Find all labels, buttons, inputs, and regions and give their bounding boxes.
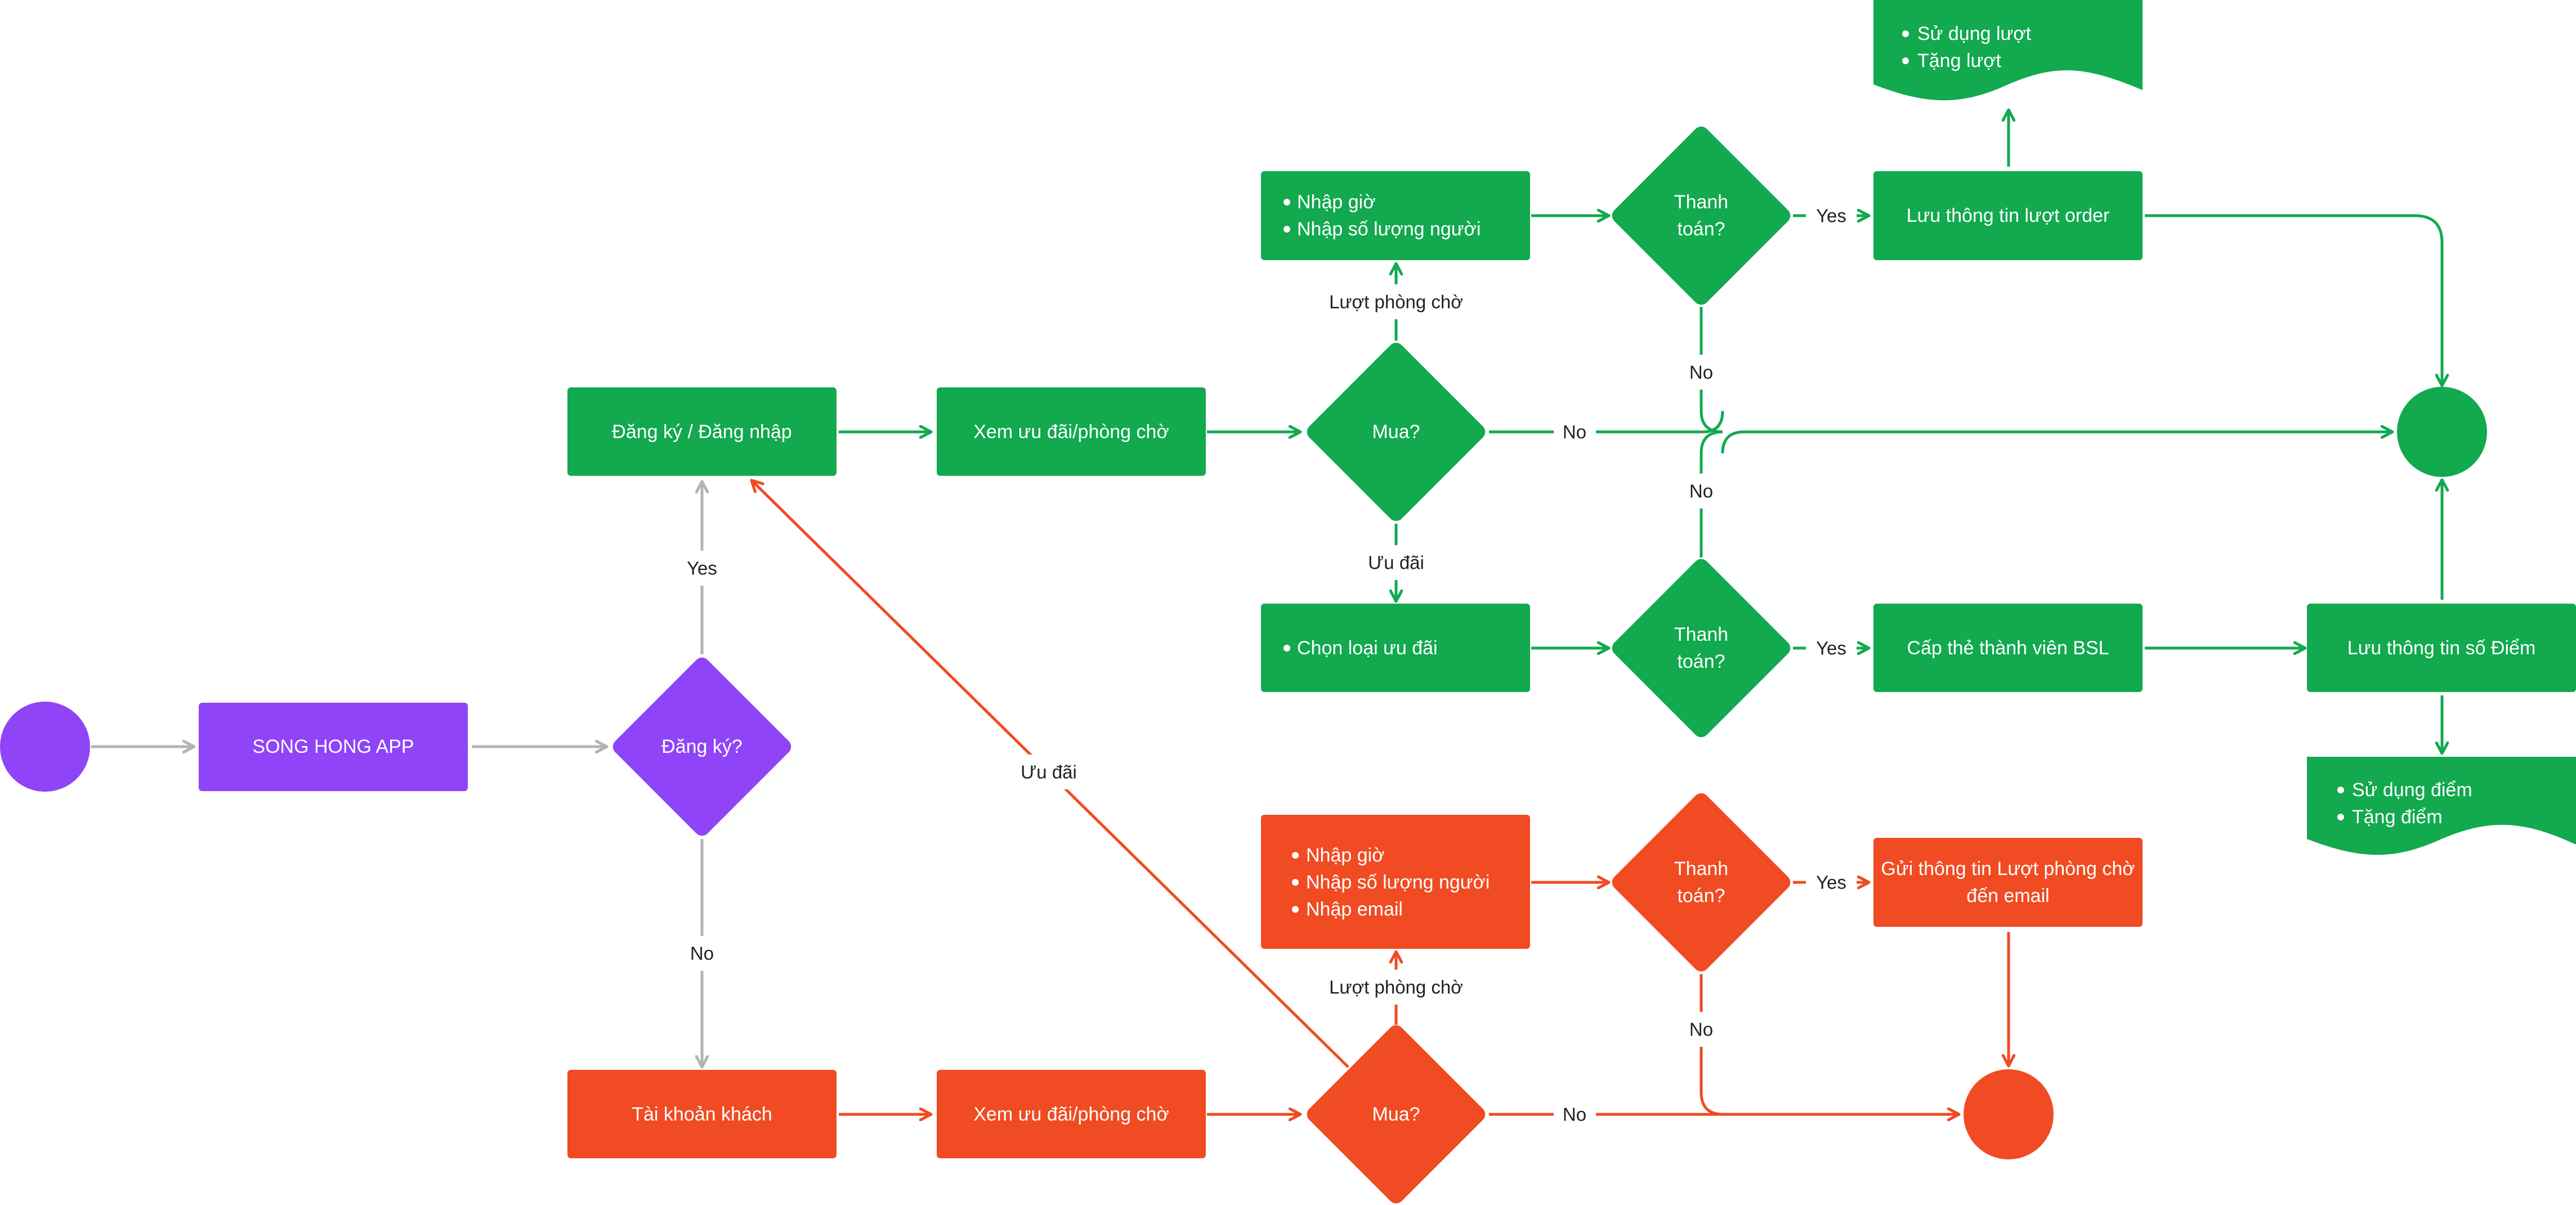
song-hong-app-node: SONG HONG APP bbox=[199, 703, 468, 791]
thanh-toan-line: Thanh bbox=[1674, 858, 1728, 880]
dang-ky-dang-nhap-label: Đăng ký / Đăng nhập bbox=[612, 421, 791, 443]
su-dung-diem-item: Sử dụng điểm bbox=[2352, 779, 2472, 801]
tang-luot-item: Tặng lượt bbox=[1917, 50, 2002, 72]
mua-decision: Mua? bbox=[1307, 342, 1486, 521]
su-dung-luot-document: Sử dụng lượt Tặng lượt bbox=[1873, 0, 2143, 101]
luu-thong-tin-so-diem-label: Lưu thông tin số Điểm bbox=[2347, 637, 2536, 659]
edge-label-yes: Yes bbox=[1816, 638, 1846, 659]
edge-order-to-end bbox=[2145, 214, 2442, 386]
su-dung-luot-item: Sử dụng lượt bbox=[1917, 23, 2032, 44]
edge-label-no: No bbox=[1563, 422, 1586, 443]
thanh-toan-line: toán? bbox=[1677, 651, 1725, 672]
thanh-toan-line: toán? bbox=[1677, 885, 1725, 907]
mua-red-decision-label: Mua? bbox=[1372, 1104, 1420, 1125]
edge-label-luot-phong-cho: Lượt phòng chờ bbox=[1329, 292, 1463, 313]
edge-label-no: No bbox=[1689, 481, 1713, 502]
gui-thong-tin-line: Gửi thông tin Lượt phòng chờ bbox=[1881, 858, 2135, 880]
end-node-red bbox=[1964, 1069, 2054, 1159]
edge-label-yes: Yes bbox=[687, 558, 717, 579]
xem-uu-dai-label: Xem ưu đãi/phòng chờ bbox=[973, 421, 1169, 443]
nhap-gio-node: Nhập giờ Nhập số lượng người bbox=[1261, 171, 1530, 260]
edge-label-yes: Yes bbox=[1816, 872, 1846, 893]
thanh-toan-decision: Thanh toán? bbox=[1612, 126, 1791, 305]
nhap-so-luong-item: Nhập số lượng người bbox=[1306, 872, 1490, 893]
dang-ky-decision-label: Đăng ký? bbox=[661, 736, 743, 757]
start-node bbox=[0, 702, 90, 792]
edge-label-no: No bbox=[1563, 1104, 1586, 1125]
thanh-toan-line: toán? bbox=[1677, 218, 1725, 240]
luu-thong-tin-luot-order-node: Lưu thông tin lượt order bbox=[1873, 171, 2143, 260]
edge-label-uu-dai: Ưu đãi bbox=[1368, 552, 1424, 573]
edge-thanh-toan-red-no bbox=[1700, 974, 1724, 1116]
edge-thanh-toan-mid-no bbox=[1700, 430, 1723, 557]
dang-ky-decision: Đăng ký? bbox=[612, 657, 791, 836]
edge-label-no: No bbox=[1689, 1019, 1713, 1040]
edge-label-yes: Yes bbox=[1816, 206, 1846, 226]
thanh-toan-line: Thanh bbox=[1674, 191, 1728, 213]
cap-the-thanh-vien-node: Cấp thẻ thành viên BSL bbox=[1873, 604, 2143, 692]
luu-thong-tin-so-diem-node: Lưu thông tin số Điểm bbox=[2307, 604, 2576, 692]
xem-uu-dai-node: Xem ưu đãi/phòng chờ bbox=[937, 387, 1206, 476]
edge-label-no: No bbox=[1689, 362, 1713, 383]
tai-khoan-khach-label: Tài khoản khách bbox=[632, 1104, 772, 1125]
edge-mua-no bbox=[1489, 410, 2392, 454]
end-node-green bbox=[2397, 387, 2487, 477]
xem-uu-dai-red-node: Xem ưu đãi/phòng chờ bbox=[937, 1070, 1206, 1158]
chon-loai-uu-dai-item: Chọn loại ưu đãi bbox=[1297, 637, 1438, 659]
dang-ky-dang-nhap-node: Đăng ký / Đăng nhập bbox=[567, 387, 837, 476]
thanh-toan-decision: Thanh toán? bbox=[1612, 559, 1791, 738]
luu-thong-tin-luot-order-label: Lưu thông tin lượt order bbox=[1907, 205, 2110, 226]
mua-red-decision: Mua? bbox=[1307, 1025, 1486, 1204]
cap-the-thanh-vien-label: Cấp thẻ thành viên BSL bbox=[1907, 637, 2109, 659]
nhap-gio-item: Nhập giờ bbox=[1306, 845, 1385, 866]
gui-thong-tin-node: Gửi thông tin Lượt phòng chờ đến email bbox=[1873, 838, 2143, 927]
nhap-gio-red-node: Nhập giờ Nhập số lượng người Nhập email bbox=[1261, 815, 1530, 949]
nhap-so-luong-item: Nhập số lượng người bbox=[1297, 218, 1481, 240]
song-hong-app-label: SONG HONG APP bbox=[252, 736, 414, 757]
su-dung-diem-document: Sử dụng điểm Tặng điểm bbox=[2307, 757, 2576, 855]
xem-uu-dai-red-label: Xem ưu đãi/phòng chờ bbox=[973, 1104, 1169, 1125]
tang-diem-item: Tặng điểm bbox=[2352, 806, 2443, 828]
nhap-email-item: Nhập email bbox=[1306, 899, 1403, 920]
thanh-toan-line: Thanh bbox=[1674, 624, 1728, 645]
thanh-toan-red-decision: Thanh toán? bbox=[1612, 793, 1791, 972]
tai-khoan-khach-node: Tài khoản khách bbox=[567, 1070, 837, 1158]
mua-decision-label: Mua? bbox=[1372, 421, 1420, 443]
edge-label-uu-dai: Ưu đãi bbox=[1021, 762, 1077, 783]
gui-thong-tin-line: đến email bbox=[1966, 885, 2049, 907]
chon-loai-uu-dai-node: Chọn loại ưu đãi bbox=[1261, 604, 1530, 692]
edge-label-no: No bbox=[690, 943, 714, 964]
edge-label-luot-phong-cho: Lượt phòng chờ bbox=[1329, 977, 1463, 998]
nhap-gio-item: Nhập giờ bbox=[1297, 191, 1376, 213]
